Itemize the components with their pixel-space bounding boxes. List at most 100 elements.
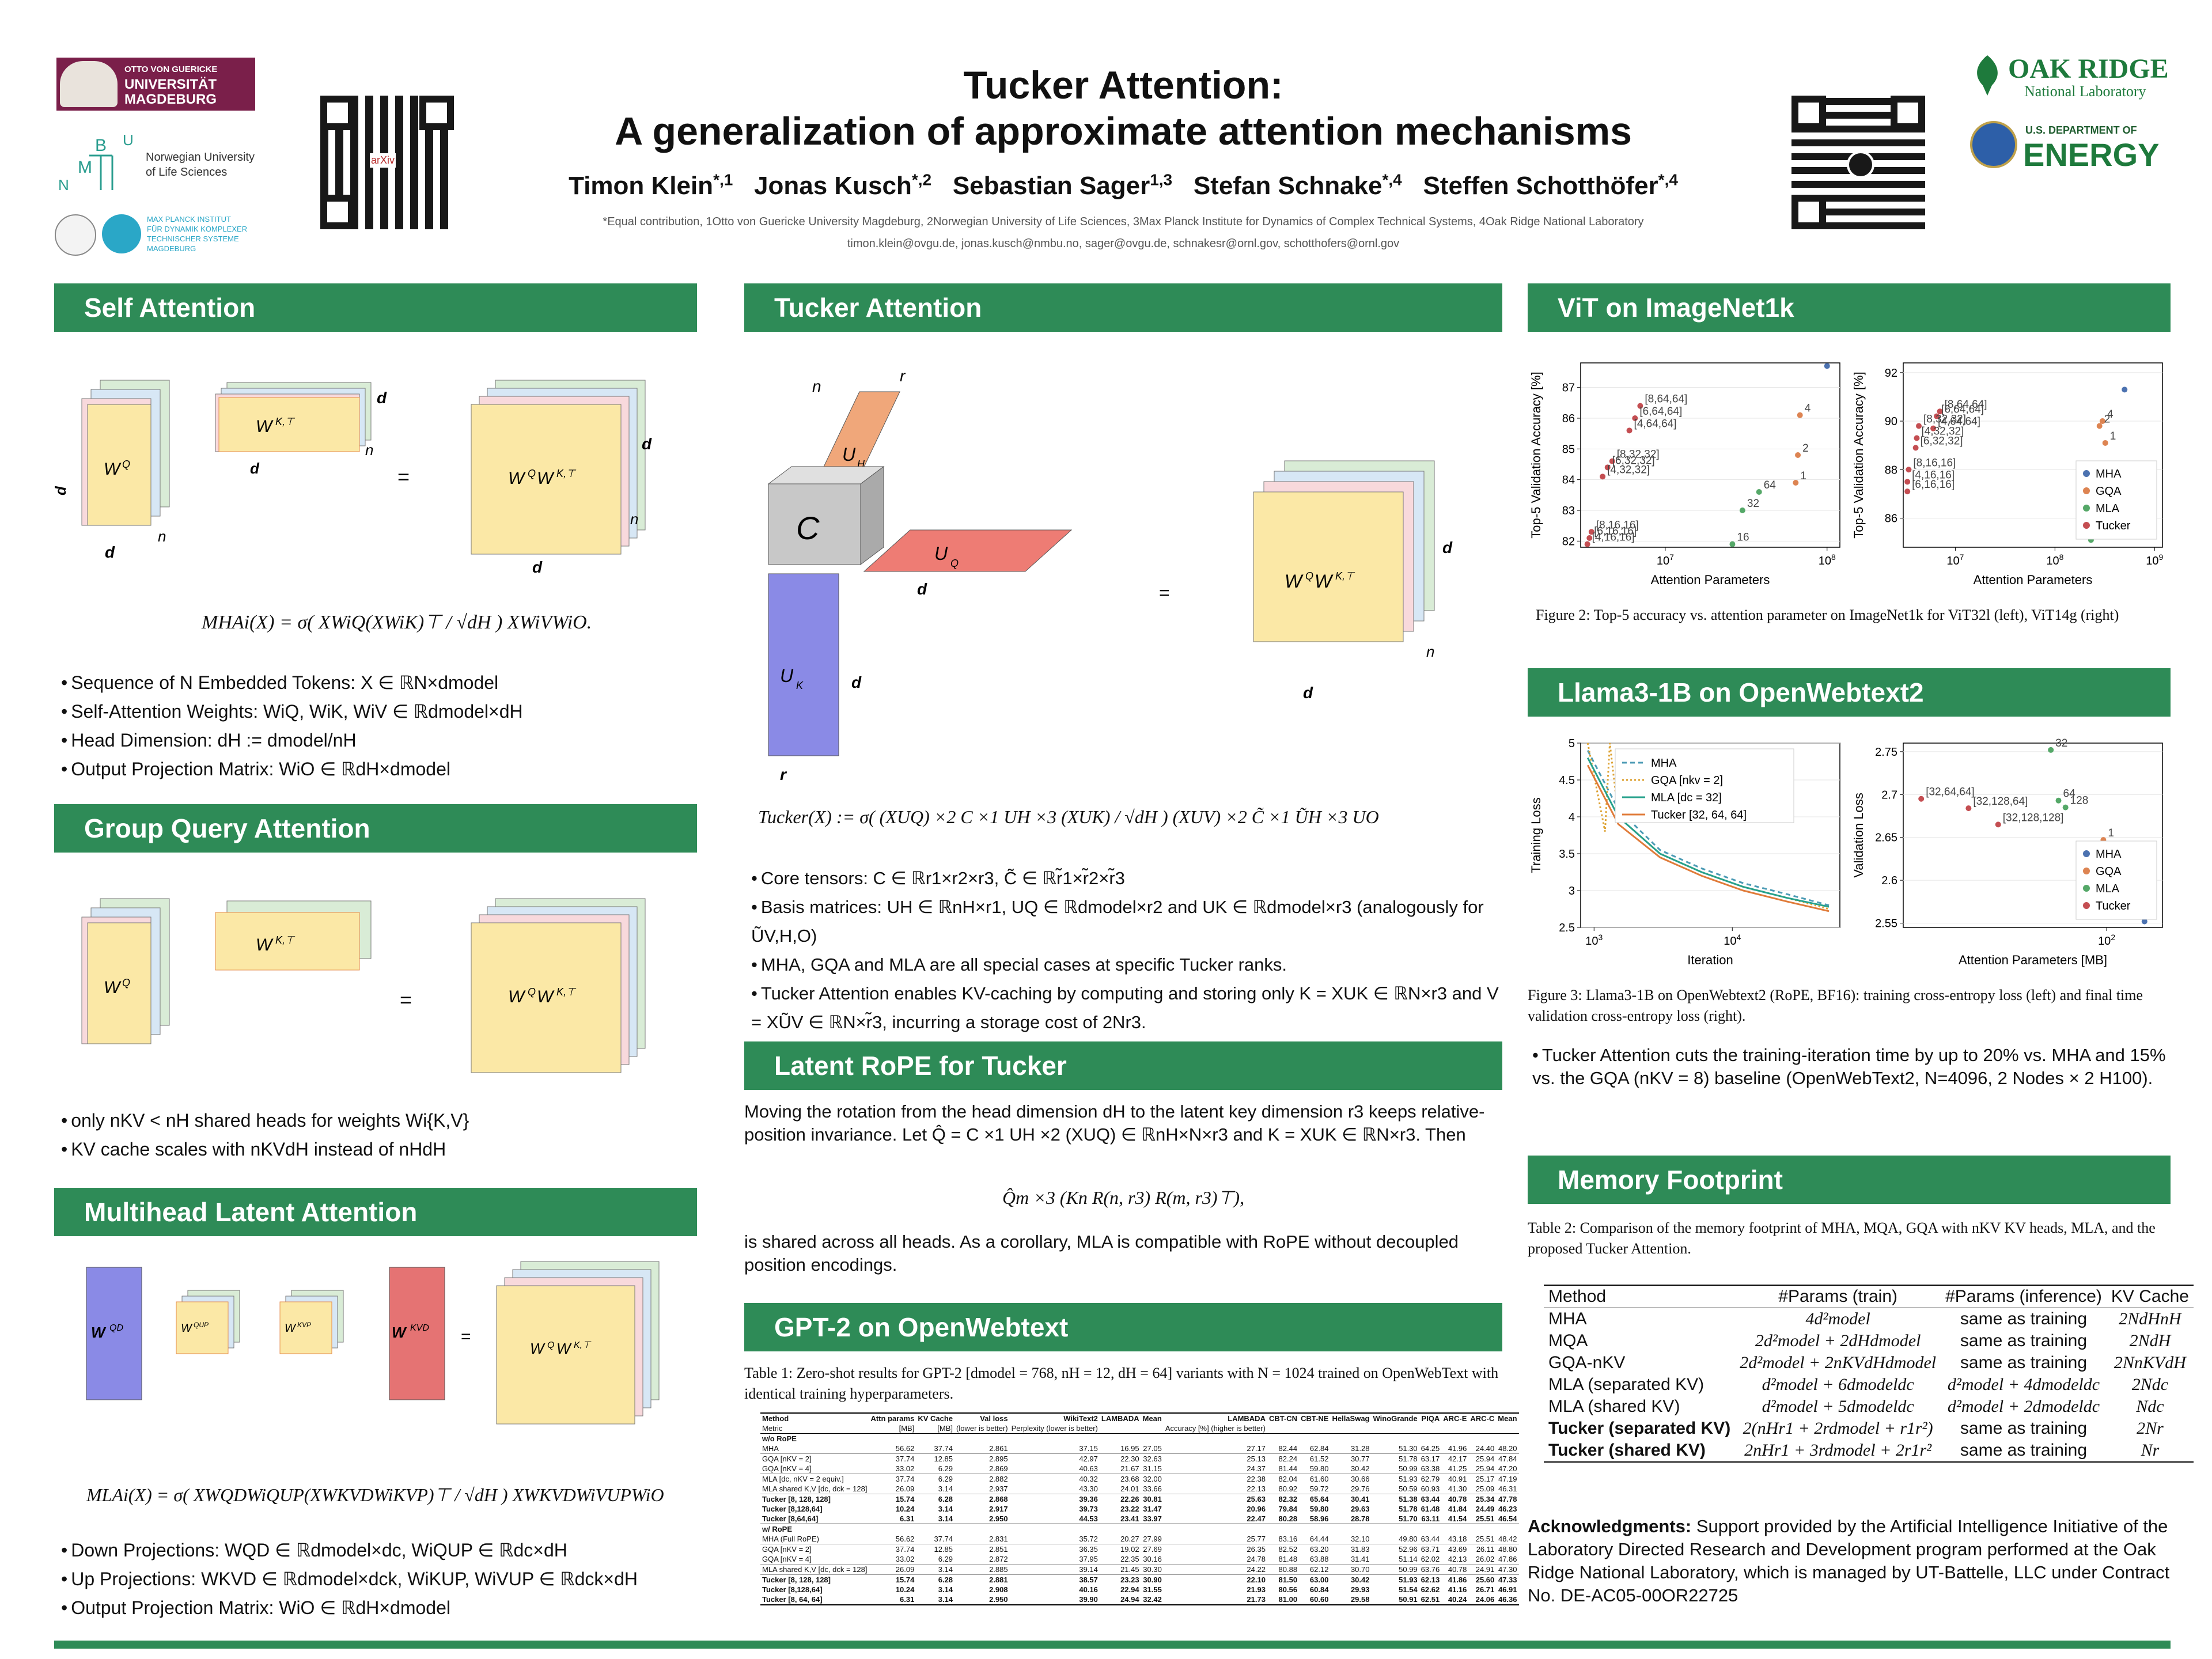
- nmbu-name-line1: Norwegian University: [146, 151, 255, 164]
- gpt2-table-caption: Table 1: Zero-shot results for GPT-2 [dm…: [744, 1365, 1499, 1402]
- data-point-label: 16: [1737, 532, 1749, 544]
- data-point: [1729, 541, 1736, 547]
- data-point: [1904, 479, 1911, 485]
- svg-text:W: W: [1285, 571, 1304, 592]
- vit-figure-caption: Figure 2: Top-5 accuracy vs. attention p…: [1536, 607, 2119, 623]
- y-tick-label: 86: [1885, 512, 1897, 525]
- data-point: [1918, 796, 1925, 802]
- x-tick-exponent: 9: [2159, 552, 2164, 562]
- data-point-label: [8,64,64]: [1945, 399, 1987, 411]
- gpt2-row-cell: 25.94: [1475, 1455, 1495, 1463]
- gpt2-row-cell: 27.17: [1247, 1444, 1266, 1453]
- equals-sign: =: [397, 465, 410, 488]
- gpt2-row-cell: 24.01: [1120, 1484, 1139, 1493]
- data-point-label: 2: [1802, 442, 1809, 454]
- gpt2-row-cell: 23.22: [1120, 1505, 1139, 1513]
- svg-text:d: d: [105, 543, 115, 561]
- data-point: [2099, 418, 2105, 425]
- data-point-label: [4,16,16]: [1912, 469, 1955, 481]
- svg-text:W: W: [508, 469, 526, 488]
- legend-marker: [2083, 522, 2090, 529]
- github-qr-code[interactable]: [1791, 96, 1925, 229]
- gpt2-row-cell: 23.68: [1120, 1475, 1139, 1483]
- section-header-latent-rope: Latent RoPE for Tucker: [744, 1041, 1502, 1090]
- mpi-name-line4: MAGDEBURG: [147, 244, 196, 253]
- gpt2-row-cell: 63.11: [1421, 1514, 1440, 1523]
- data-point-label: 128: [2070, 795, 2089, 807]
- data-point: [1795, 452, 1801, 458]
- gpt2-header-row-cell: Attn params: [870, 1414, 915, 1423]
- x-tick-exponent: 8: [2059, 552, 2064, 562]
- gpt2-subheader-row-cell: [MB]: [899, 1424, 915, 1433]
- gpt2-subheader-row-cell: [1441, 1423, 1468, 1434]
- gpt2-row-cell: 60.60: [1309, 1595, 1329, 1604]
- gpt2-row-cell: 2.950: [989, 1514, 1008, 1523]
- wqk-stack: W Q W K,⊤ d n d: [471, 380, 652, 576]
- arxiv-qr-code[interactable]: arXiv: [320, 96, 454, 229]
- gpt2-row-cell: 2.882: [989, 1475, 1008, 1483]
- gpt2-row-cell: 40.24: [1448, 1595, 1467, 1604]
- section-header-gpt2: GPT-2 on OpenWebtext: [744, 1303, 1502, 1351]
- gpt2-row-cell: 65.64: [1309, 1495, 1329, 1503]
- mpi-name-line3: TECHNISCHER SYSTEME: [147, 234, 239, 243]
- gpt2-row-cell: 30.90: [1143, 1575, 1162, 1584]
- gpt2-row-cell: 43.69: [1448, 1545, 1467, 1554]
- legend-marker: [2083, 850, 2090, 857]
- gpt2-row-cell: 64.25: [1421, 1444, 1440, 1453]
- svg-text:W: W: [537, 469, 555, 488]
- svg-text:W: W: [104, 978, 122, 997]
- gpt2-row-cell: 27.99: [1143, 1535, 1162, 1543]
- self-attention-bullets: Sequence of N Embedded Tokens: X ∈ ℝN×dm…: [61, 668, 695, 783]
- bullet-shared-heads: only nKV < nH shared heads for weights W…: [61, 1106, 695, 1135]
- gpt2-row-cell: 63.71: [1421, 1545, 1440, 1554]
- data-point-label: [6,32,32]: [1612, 454, 1655, 467]
- gpt2-row-cell: 33.02: [895, 1464, 915, 1473]
- gpt2-row-cell: 6.29: [938, 1464, 953, 1473]
- title-line1: Tucker Attention:: [963, 63, 1283, 107]
- gpt2-header-row-cell: Mean: [1142, 1414, 1162, 1423]
- gpt2-row-cell: 29.93: [1350, 1585, 1370, 1594]
- gpt2-row-cell: 50.59: [1399, 1484, 1418, 1493]
- series-line: [1586, 764, 1830, 912]
- gpt2-row-cell: Tucker [8, 64, 64]: [762, 1595, 823, 1604]
- gpt2-group-label-cell: w/o RoPE: [762, 1434, 797, 1443]
- gpt2-row-cell: 80.92: [1278, 1484, 1298, 1493]
- x-axis-label: Attention Parameters: [1974, 573, 2093, 587]
- section-header-memory: Memory Footprint: [1528, 1156, 2171, 1204]
- gpt2-row-cell: 51.78: [1399, 1505, 1418, 1513]
- gpt2-row-cell: 6.31: [900, 1595, 915, 1604]
- data-point-label: 32: [1747, 498, 1759, 510]
- legend-frame: [1615, 748, 1794, 823]
- gpt2-row-cell: 28.78: [1350, 1514, 1370, 1523]
- gpt2-row-cell: 79.84: [1278, 1505, 1298, 1513]
- x-tick-label: 107: [1657, 552, 1674, 567]
- data-point: [1914, 435, 1920, 441]
- legend-label: MHA: [2096, 848, 2122, 861]
- gpt2-row-cell: 25.94: [1475, 1464, 1495, 1473]
- bullet-kv-caching: Tucker Attention enables KV-caching by c…: [751, 979, 1500, 1037]
- gpt2-row-cell: 10.24: [895, 1585, 915, 1594]
- tucker-diagram: U H n r C U Q d U K d r = W Q W K,⊤ d n …: [767, 367, 1453, 783]
- gpt2-row-cell: 26.35: [1247, 1545, 1266, 1554]
- latent-rope-formula: Q̂m ×3 (Kn R(n, r3) R(m, r3)⊤),: [1002, 1187, 1245, 1208]
- gpt2-row-cell: Tucker [8, 128, 128]: [762, 1575, 831, 1584]
- gpt2-row-cell: 22.26: [1120, 1495, 1139, 1503]
- svg-text:M: M: [78, 158, 92, 177]
- mpi-name-line1: MAX PLANCK INSTITUT: [147, 215, 231, 224]
- y-tick-label: 2.65: [1875, 832, 1897, 844]
- gpt2-row-cell: 25.51: [1475, 1535, 1495, 1543]
- data-point-label: [32,128,128]: [2003, 812, 2064, 824]
- svg-text:B: B: [95, 136, 107, 155]
- gpt2-row-cell: 82.52: [1278, 1545, 1298, 1554]
- self-attention-diagram: W Q d d n W K,⊤ d d n = W Q W K,⊤ d n d: [54, 380, 652, 576]
- data-point: [1797, 412, 1803, 418]
- latent-rope-text2: is shared across all heads. As a corolla…: [744, 1232, 1459, 1275]
- data-point-label: 64: [1764, 479, 1777, 491]
- gpt2-subheader-row-cell: [1141, 1423, 1164, 1434]
- x-tick-exponent: 8: [1831, 552, 1836, 562]
- gpt2-row-cell: 81.44: [1278, 1464, 1298, 1473]
- gpt2-row-cell: 27.05: [1143, 1444, 1162, 1453]
